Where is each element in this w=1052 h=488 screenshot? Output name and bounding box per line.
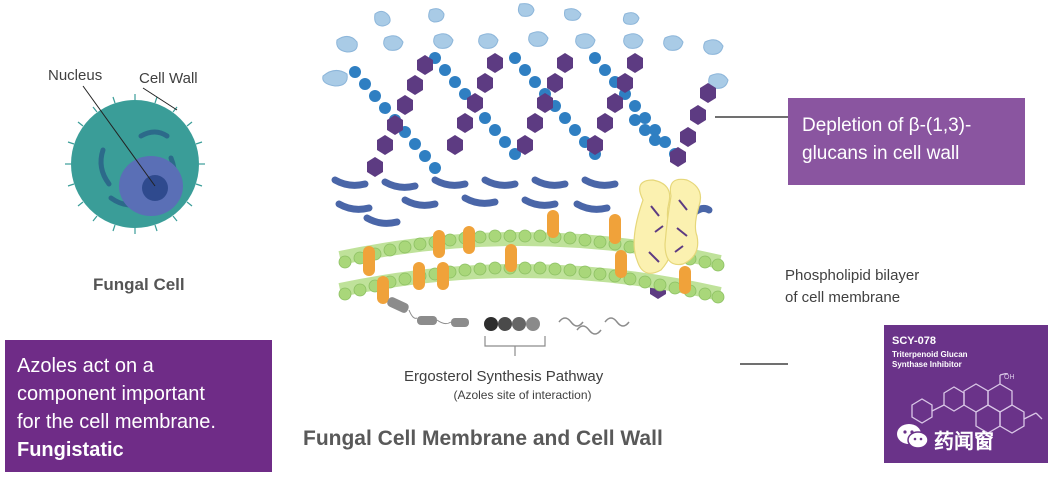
glucan-synthase-enzyme bbox=[633, 178, 702, 274]
membrane-wall-illustration bbox=[322, 3, 729, 356]
depletion-info-box: Depletion of β-(1,3)- glucans in cell wa… bbox=[788, 98, 1025, 185]
azoles-line-1: Azoles act on a bbox=[17, 355, 154, 377]
cell-wall-pointer bbox=[142, 87, 178, 111]
fungal-cell-title: Fungal Cell bbox=[93, 275, 185, 294]
organelle bbox=[138, 129, 170, 139]
wechat-icon bbox=[897, 424, 929, 449]
drug-subtitle: Triterpenoid Glucan Synthase Inhibitor bbox=[892, 350, 968, 369]
cell-wall-arcs bbox=[331, 176, 713, 227]
svg-text:OH: OH bbox=[1004, 374, 1015, 381]
depletion-line-2: glucans in cell wall bbox=[802, 143, 960, 164]
organelle bbox=[98, 147, 112, 187]
drug-title: SCY-078 bbox=[892, 335, 937, 347]
cell-wall-spikes bbox=[65, 94, 205, 234]
cell-wall-label: Cell Wall bbox=[139, 70, 198, 87]
fungal-cell-illustration bbox=[65, 85, 205, 234]
main-title: Fungal Cell Membrane and Cell Wall bbox=[303, 427, 663, 450]
molecule-structure-icon: OH bbox=[911, 373, 1043, 434]
azoles-fungistatic: Fungistatic bbox=[17, 439, 124, 461]
azoles-info-box: Azoles act on a component important for … bbox=[5, 340, 272, 472]
nucleolus bbox=[142, 175, 168, 201]
azoles-line-3: for the cell membrane. bbox=[17, 411, 216, 433]
mannoprotein-layer bbox=[322, 3, 729, 89]
depletion-line-1: Depletion of β-(1,3)- bbox=[802, 115, 972, 136]
connector-lines bbox=[715, 116, 788, 365]
ergosterol-subtitle: (Azoles site of interaction) bbox=[453, 388, 592, 402]
nucleus-pointer bbox=[82, 85, 156, 187]
synthesis-pathway-chain bbox=[387, 297, 630, 356]
phospholipid-label: Phospholipid bilayer of cell membrane bbox=[785, 265, 919, 309]
enzyme-strands bbox=[648, 199, 688, 263]
chitin-chains bbox=[367, 53, 716, 299]
azoles-line-2: component important bbox=[17, 383, 205, 405]
nucleus-label: Nucleus bbox=[48, 67, 103, 84]
ergosterol-title: Ergosterol Synthesis Pathway bbox=[404, 368, 604, 385]
phospholipid-line-1: Phospholipid bilayer bbox=[785, 267, 920, 284]
phospholipid-line-2: of cell membrane bbox=[785, 289, 901, 306]
scy-078-card: SCY-078 Triterpenoid Glucan Synthase Inh… bbox=[884, 325, 1048, 463]
ergosterol-molecules bbox=[363, 210, 691, 304]
watermark-text: 药闻窗 bbox=[934, 431, 994, 453]
